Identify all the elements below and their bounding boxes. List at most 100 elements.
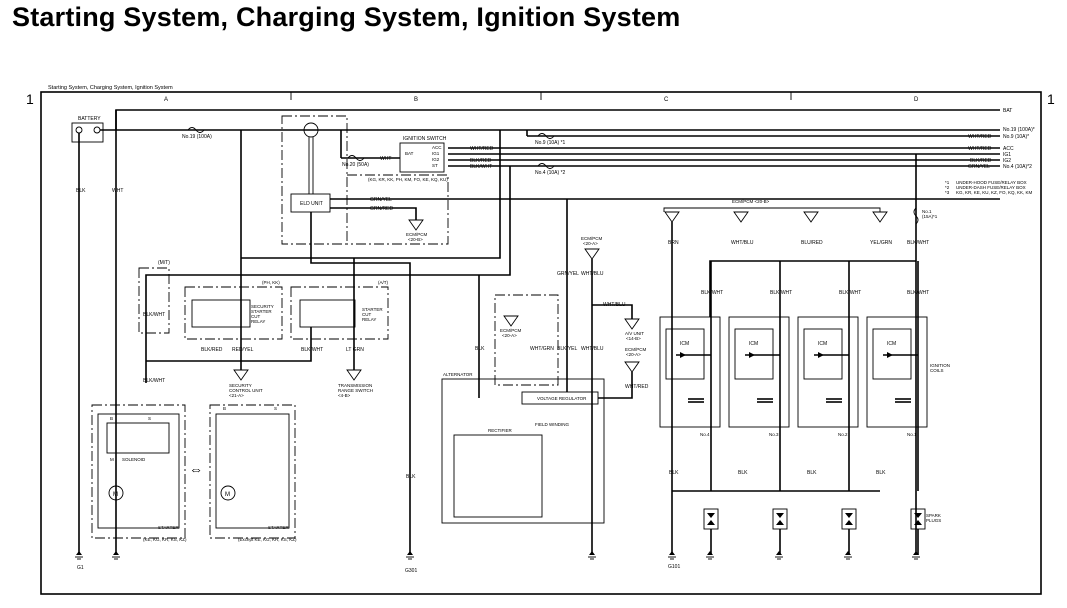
coil-inputs <box>664 211 888 223</box>
ecm-connector-icon <box>408 219 424 231</box>
svg-text:CONTROL UNIT: CONTROL UNIT <box>229 388 263 393</box>
svg-text:VOLTAGE REGULATOR: VOLTAGE REGULATOR <box>537 396 587 401</box>
spark-plug-icon <box>841 508 857 530</box>
svg-text:BLK/WHT: BLK/WHT <box>839 290 861 296</box>
bus-label-no4: No.4 (10A)*2 <box>1003 164 1032 170</box>
svg-text:No.4: No.4 <box>700 432 710 437</box>
svg-text:RELAY: RELAY <box>362 317 376 322</box>
svg-text:KG, KR, KE, KU, KZ, FO, KQ, KK: KG, KR, KE, KU, KZ, FO, KQ, KK, KM <box>956 190 1033 195</box>
svg-text:GRN/YEL: GRN/YEL <box>557 271 579 277</box>
svg-text:RED/YEL: RED/YEL <box>232 347 254 353</box>
svg-text:A/V UNIT: A/V UNIT <box>625 331 644 336</box>
svg-text:RELAY: RELAY <box>251 319 265 324</box>
spark-plug-icon <box>772 508 788 530</box>
ground-icon <box>75 551 83 560</box>
svg-text:*1: *1 <box>945 180 950 185</box>
ground-icon <box>588 551 596 560</box>
svg-text:(M/T): (M/T) <box>158 260 170 266</box>
battery: BATTERY <box>71 116 104 143</box>
svg-text:STARTER: STARTER <box>268 525 289 530</box>
motor-icon-right <box>220 485 236 501</box>
svg-text:*2: *2 <box>945 185 950 190</box>
svg-text:BLK/WHT: BLK/WHT <box>907 240 929 246</box>
svg-text:SECURITY: SECURITY <box>229 383 252 388</box>
ground-icon <box>844 551 852 560</box>
svg-text:ICM: ICM <box>887 341 896 347</box>
svg-text:ELD UNIT: ELD UNIT <box>300 201 323 207</box>
svg-text:UNDER-DASH FUSE/RELAY BOX: UNDER-DASH FUSE/RELAY BOX <box>956 185 1026 190</box>
svg-text:GRN/YEL: GRN/YEL <box>370 197 392 203</box>
svg-text:WHT/RED: WHT/RED <box>968 146 992 152</box>
fuse-no19: No.19 (100A) <box>182 127 212 140</box>
ground-icon <box>668 551 676 560</box>
ecm-connector-icon <box>733 211 749 223</box>
bus-label-ig2: IG2 <box>1003 158 1011 164</box>
starter-right <box>215 413 290 529</box>
svg-text:ECM/PCM: ECM/PCM <box>581 236 603 241</box>
svg-text:ST: ST <box>432 163 438 168</box>
svg-text:RANGE SWITCH: RANGE SWITCH <box>338 388 373 393</box>
svg-text:BLK/WHT: BLK/WHT <box>143 378 165 384</box>
fuse-no20: No.20 (50A) <box>342 155 369 168</box>
alternator-option-box <box>494 294 559 386</box>
svg-text:ICM: ICM <box>749 341 758 347</box>
svg-text:GRN/YEL: GRN/YEL <box>968 164 990 170</box>
svg-text:BATTERY: BATTERY <box>78 116 101 122</box>
svg-text:No.1: No.1 <box>907 432 917 437</box>
svg-text:BLK: BLK <box>876 470 886 476</box>
svg-text:<21-A>: <21-A> <box>229 393 244 398</box>
security-relay-option-box <box>184 286 283 340</box>
svg-text:No.20 (50A): No.20 (50A) <box>342 162 369 168</box>
svg-text:TRANSMISSION: TRANSMISSION <box>338 383 372 388</box>
svg-text:BLK/WHT: BLK/WHT <box>143 312 165 318</box>
svg-text:COILS: COILS <box>930 368 944 373</box>
svg-text:No.4 (10A) *2: No.4 (10A) *2 <box>535 170 566 176</box>
eld-option-box <box>281 115 348 245</box>
svg-text:(15A)*1: (15A)*1 <box>922 214 938 219</box>
svg-text:IG1: IG1 <box>432 151 440 156</box>
ecm-connector-icon <box>803 211 819 223</box>
svg-text:ECM/PCM: ECM/PCM <box>500 328 522 333</box>
starter-cut-relay <box>299 299 356 328</box>
svg-text:BLK/RED: BLK/RED <box>470 158 492 164</box>
svg-text:RECTIFIER: RECTIFIER <box>488 428 513 433</box>
svg-text:ALTERNATOR: ALTERNATOR <box>443 372 473 377</box>
svg-text:STARTER: STARTER <box>158 525 179 530</box>
svg-text:WHT/RED: WHT/RED <box>625 384 649 390</box>
eld-sensor-icon <box>303 122 319 138</box>
ecm-connector-icon <box>872 211 888 223</box>
svg-text:WHT: WHT <box>380 156 391 162</box>
svg-text:IGNITION SWITCH: IGNITION SWITCH <box>403 136 447 142</box>
svg-text:S: S <box>274 406 277 411</box>
row-marker-left: 1 <box>26 91 34 107</box>
svg-text:<20-A>: <20-A> <box>583 241 598 246</box>
svg-text:WHT: WHT <box>112 188 123 194</box>
svg-text:ICM: ICM <box>680 341 689 347</box>
ground-g101-label: G101 <box>668 564 680 570</box>
svg-text:YEL/GRN: YEL/GRN <box>870 240 892 246</box>
scu-connector-icon <box>233 369 249 381</box>
svg-text:ICM: ICM <box>818 341 827 347</box>
wire-bat-bus <box>115 109 1000 130</box>
svg-text:<4-B>: <4-B> <box>338 393 351 398</box>
spark-plug-icon <box>910 508 926 530</box>
ecm-connector-icon <box>624 361 640 373</box>
ecm-connector-icon <box>584 248 600 260</box>
svg-text:WHT/GRN: WHT/GRN <box>530 346 554 352</box>
svg-text:BLK: BLK <box>406 474 416 480</box>
ground-symbols <box>75 551 920 560</box>
mt-option-box <box>138 267 170 334</box>
column-label-d: D <box>914 97 919 103</box>
starter-cut-relay-option-box <box>290 286 389 340</box>
ground-g1-label: G1 <box>77 565 84 571</box>
svg-text:BLK/RED: BLK/RED <box>970 158 992 164</box>
svg-text:No.3: No.3 <box>769 432 779 437</box>
svg-text:No.1: No.1 <box>922 209 932 214</box>
icm-box <box>734 328 774 380</box>
rectifier <box>453 434 543 518</box>
ground-icon <box>775 551 783 560</box>
ground-icon <box>112 551 120 560</box>
fuse-no1: No.1(15A)*1 <box>913 207 938 225</box>
svg-text:(KE, KG, KR, KS, KZ): (KE, KG, KR, KS, KZ) <box>143 537 187 542</box>
